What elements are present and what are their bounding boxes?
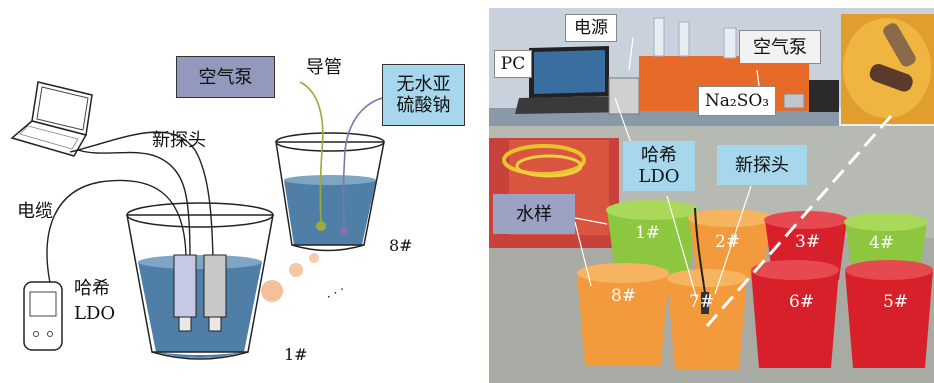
cable-laptop-to-new-probe [69, 131, 214, 259]
photo-pc-label: PC [494, 50, 532, 78]
bucket-1-label: 1# [284, 345, 308, 364]
photo-bucket-label-7: 7# [689, 292, 715, 312]
photo-bucket-label-2: 2# [715, 232, 741, 252]
experiment-photo: PC 电源 空气泵 Na₂SO₃ 哈希 LDO 新探头 水样 1# 2# 3# … [489, 8, 934, 383]
bucket-5-photo [845, 260, 933, 368]
photo-chemical-label: Na₂SO₃ [698, 86, 776, 116]
hach-probe [173, 254, 197, 318]
handheld-meter-icon [23, 281, 63, 351]
photo-bucket-label-1: 1# [635, 223, 661, 243]
new-probe-label: 新探头 [152, 130, 206, 151]
cable-laptop-to-probe [77, 149, 191, 259]
bucket-1-diagram [126, 202, 274, 360]
photo-power-label: 电源 [565, 14, 617, 42]
photo-air-pump-label: 空气泵 [739, 30, 821, 64]
bucket-8-diagram [275, 132, 385, 252]
photo-bucket-label-6: 6# [789, 292, 815, 312]
air-tube [299, 81, 324, 226]
sulfite-box: 无水亚 硫酸钠 [382, 64, 465, 126]
photo-bucket-label-8: 8# [611, 286, 637, 306]
sulfite-tube [342, 97, 383, 231]
photo-bucket-label-5: 5# [883, 292, 909, 312]
bucket-8-photo [577, 263, 669, 365]
bucket-1-photo [606, 200, 698, 273]
bubbles-decoration [261, 253, 319, 302]
cable-handheld-to-probe [46, 179, 187, 284]
new-probe [203, 254, 227, 318]
photo-water-sample-label: 水样 [493, 194, 575, 234]
hach-ldo-label: 哈希 LDO [74, 278, 116, 324]
photo-bucket-label-3: 3# [795, 232, 821, 252]
tube-label: 导管 [306, 57, 342, 78]
bucket-6-photo [751, 260, 839, 368]
photo-new-probe-label: 新探头 [717, 145, 807, 185]
air-pump-box: 空气泵 [176, 56, 275, 98]
photo-bucket-label-4: 4# [869, 233, 895, 253]
bucket-8-label: 8# [389, 236, 413, 255]
photo-hach-ldo-label: 哈希 LDO [623, 141, 695, 191]
laptop-icon [10, 81, 93, 157]
schematic-diagram [10, 81, 385, 360]
cable-label: 电缆 [17, 201, 53, 222]
